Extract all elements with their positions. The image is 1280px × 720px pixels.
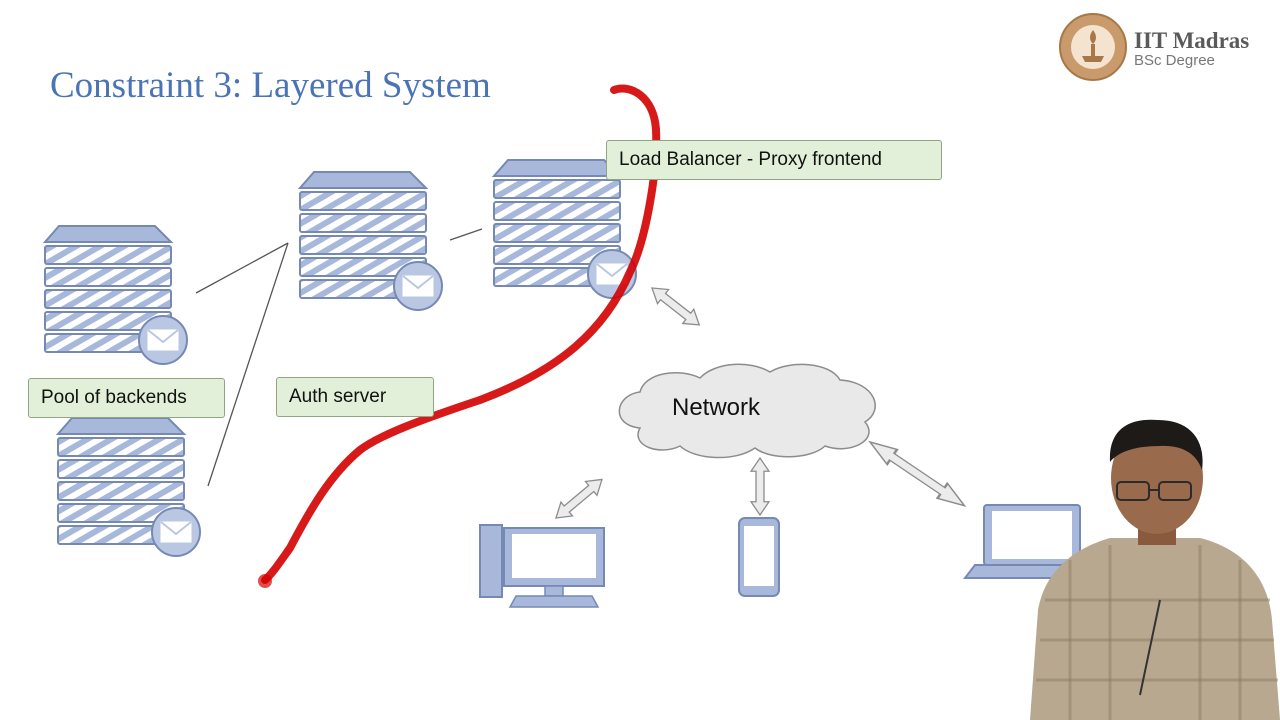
- slide-title: Constraint 3: Layered System: [50, 65, 491, 106]
- annotation-endpoint: [258, 574, 272, 588]
- connector-line: [449, 228, 483, 241]
- institute-logo: [1059, 13, 1127, 81]
- connector-line: [195, 242, 289, 294]
- network-label: Network: [672, 394, 761, 421]
- desktop-computer-icon: [479, 524, 605, 608]
- smartphone-icon: [738, 517, 780, 597]
- brand-name: IIT Madras: [1134, 28, 1250, 53]
- brand-subtitle: BSc Degree: [1134, 52, 1215, 69]
- pool-of-backends-label: Pool of backends: [28, 378, 225, 418]
- connector-line: [207, 242, 289, 487]
- load-balancer-label: Load Balancer - Proxy frontend: [606, 140, 942, 180]
- cloud-icon: [618, 363, 876, 459]
- auth-server-label: Auth server: [276, 377, 434, 417]
